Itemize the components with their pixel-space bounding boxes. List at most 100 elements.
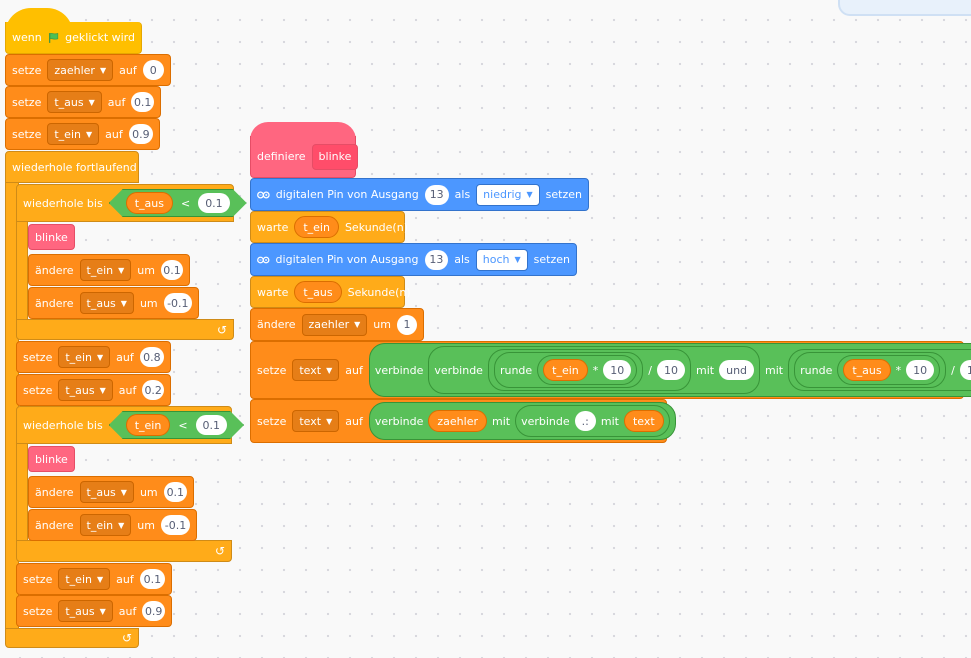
value-input[interactable]: 0.1: [139, 569, 165, 589]
multiply-operator[interactable]: t_ein * 10: [537, 355, 638, 385]
value-input[interactable]: 0.8: [139, 347, 164, 367]
repeat-until-block[interactable]: wiederhole bis t_ein < 0.1: [16, 406, 232, 444]
less-than-operator[interactable]: t_aus < 0.1: [109, 189, 247, 217]
forever-block[interactable]: wiederhole fortlaufend: [5, 151, 139, 183]
join-operator[interactable]: verbinde verbinde runde t_ein * 10 / 10 …: [368, 343, 971, 397]
variable-dropdown[interactable]: t_ein▼: [47, 123, 100, 145]
value-input[interactable]: 10: [603, 360, 632, 380]
variable-dropdown[interactable]: zaehler▼: [301, 313, 368, 336]
variable-dropdown[interactable]: text▼: [292, 359, 340, 381]
variable-dropdown[interactable]: t_ein▼: [58, 568, 111, 590]
variable-dropdown[interactable]: t_aus▼: [47, 91, 102, 113]
pin-input[interactable]: 13: [424, 249, 449, 270]
dropdown-label: t_aus: [86, 296, 116, 310]
change-zaehler-block[interactable]: ändere zaehler▼ um 1: [250, 308, 424, 341]
set-tein-block[interactable]: setze t_ein▼ auf 0.8: [16, 341, 171, 373]
clicked-label: geklickt wird: [65, 31, 135, 44]
round-operator[interactable]: runde t_aus * 10: [794, 352, 947, 388]
value-input[interactable]: -0.1: [163, 293, 192, 313]
variable-dropdown[interactable]: t_aus▼: [58, 600, 113, 622]
dropdown-label: text: [299, 363, 322, 377]
join-operator[interactable]: verbinde runde t_ein * 10 / 10 mit und: [428, 346, 761, 394]
change-taus-block[interactable]: ändere t_aus▼ um 0.1: [28, 476, 194, 508]
round-label: runde: [499, 363, 533, 377]
digital-pin-low-block[interactable]: digitalen Pin von Ausgang 13 als niedrig…: [250, 178, 589, 211]
level-dropdown[interactable]: hoch▼: [475, 248, 528, 271]
define-blinke-block[interactable]: definiere blinke: [250, 136, 359, 178]
variable-reporter[interactable]: t_ein: [294, 216, 339, 238]
when-flag-clicked-block[interactable]: wenn geklickt wird: [5, 22, 142, 54]
set-text-block[interactable]: setze text▼ auf verbinde zaehler mit ver…: [250, 399, 676, 443]
by-label: um: [137, 263, 155, 277]
digital-pin-high-block[interactable]: digitalen Pin von Ausgang 13 als hoch▼ s…: [250, 243, 577, 276]
custom-block-prototype[interactable]: blinke: [311, 143, 359, 170]
level-dropdown[interactable]: niedrig▼: [476, 183, 540, 206]
value-input[interactable]: und: [719, 360, 755, 380]
value-input[interactable]: 10: [959, 360, 971, 380]
wait-tein-block[interactable]: warte t_ein Sekunde(n): [250, 211, 408, 243]
value-input[interactable]: 0.1: [198, 193, 230, 213]
join-operator[interactable]: verbinde .: mit text: [515, 405, 670, 437]
variable-dropdown[interactable]: zaehler▼: [47, 59, 114, 81]
wait-taus-block[interactable]: warte t_aus Sekunde(n): [250, 276, 411, 308]
variable-reporter[interactable]: zaehler: [428, 410, 487, 432]
value-input[interactable]: -0.1: [160, 515, 190, 535]
change-tein-block[interactable]: ändere t_ein▼ um 0.1: [28, 254, 190, 286]
repeat-arm: [16, 444, 28, 541]
variable-dropdown[interactable]: t_ein▼: [58, 346, 111, 368]
value-input[interactable]: .:: [574, 411, 596, 431]
change-tein-block[interactable]: ändere t_ein▼ um -0.1: [28, 509, 197, 541]
less-than-operator[interactable]: t_ein < 0.1: [109, 411, 244, 439]
value-input[interactable]: 0.1: [160, 260, 183, 280]
value-input[interactable]: 0.9: [142, 601, 165, 621]
value-input[interactable]: 0.9: [128, 124, 153, 144]
call-blinke-block[interactable]: blinke: [28, 446, 75, 472]
multiply-operator[interactable]: t_aus * 10: [837, 355, 941, 385]
variable-dropdown[interactable]: t_aus▼: [79, 481, 134, 503]
variable-dropdown[interactable]: t_ein▼: [79, 259, 132, 281]
repeat-until-block[interactable]: wiederhole bis t_aus < 0.1: [16, 184, 234, 222]
value-input[interactable]: 0.1: [131, 92, 154, 112]
set-text-block[interactable]: setze text▼ auf verbinde verbinde runde …: [250, 341, 971, 399]
variable-dropdown[interactable]: t_ein▼: [79, 514, 132, 536]
variable-dropdown[interactable]: t_aus▼: [58, 379, 113, 401]
value-input[interactable]: 1: [396, 314, 417, 335]
set-taus-block[interactable]: setze t_aus▼ auf 0.1: [5, 86, 161, 118]
forever-label: wiederhole fortlaufend: [12, 160, 137, 174]
variable-dropdown[interactable]: t_aus▼: [79, 292, 134, 314]
variable-reporter[interactable]: t_aus: [843, 359, 891, 381]
variable-reporter[interactable]: t_aus: [126, 192, 173, 214]
arduino-icon: [257, 256, 270, 263]
join-operator[interactable]: verbinde zaehler mit verbinde .: mit tex…: [368, 402, 676, 440]
set-tein-block[interactable]: setze t_ein▼ auf 0.1: [16, 563, 172, 595]
variable-dropdown[interactable]: text▼: [292, 410, 340, 432]
value-input[interactable]: 0.1: [196, 415, 228, 435]
value-input[interactable]: 10: [657, 360, 685, 380]
divide-operator[interactable]: runde t_ein * 10 / 10: [487, 349, 691, 391]
variable-reporter[interactable]: text: [623, 410, 664, 432]
join-label: verbinde: [374, 363, 424, 377]
variable-reporter[interactable]: t_aus: [294, 281, 342, 303]
set-zaehler-block[interactable]: setze zaehler▼ auf 0: [5, 54, 171, 86]
loop-arrow-icon: ↺: [216, 322, 227, 337]
value-input[interactable]: 0: [142, 60, 164, 80]
set-taus-block[interactable]: setze t_aus▼ auf 0.2: [16, 374, 171, 406]
dropdown-label: t_ein: [65, 572, 92, 586]
value-input[interactable]: 0.1: [163, 482, 187, 502]
to-label: auf: [119, 63, 137, 77]
change-label: ändere: [35, 518, 74, 532]
pin-input[interactable]: 13: [424, 184, 449, 205]
variable-reporter[interactable]: t_ein: [543, 359, 588, 381]
round-operator[interactable]: runde t_ein * 10: [493, 352, 644, 388]
set-tein-block[interactable]: setze t_ein▼ auf 0.9: [5, 118, 160, 150]
change-taus-block[interactable]: ändere t_aus▼ um -0.1: [28, 287, 199, 319]
value-input[interactable]: 10: [906, 360, 935, 380]
divide-operator[interactable]: runde t_aus * 10 / 10: [788, 349, 971, 391]
call-blinke-block[interactable]: blinke: [28, 224, 75, 250]
value-input[interactable]: 0.2: [142, 380, 164, 400]
arduino-icon: [257, 191, 270, 198]
wait-label: warte: [257, 220, 289, 234]
chevron-down-icon: ▼: [96, 352, 104, 362]
set-taus-block[interactable]: setze t_aus▼ auf 0.9: [16, 595, 172, 627]
variable-reporter[interactable]: t_ein: [126, 414, 171, 436]
